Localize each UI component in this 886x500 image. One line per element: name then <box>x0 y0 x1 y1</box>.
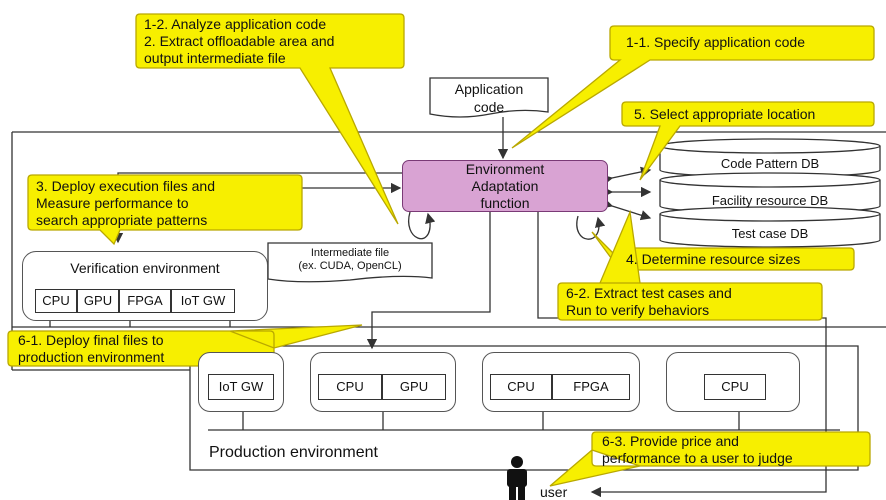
person-icon <box>507 456 527 500</box>
production-environment-title: Production environment <box>209 444 378 461</box>
db-cylinder-code-pattern <box>659 138 881 178</box>
callout-3-text: 3. Deploy execution files and Measure pe… <box>36 178 215 228</box>
user-label: user <box>540 484 568 500</box>
callout-1-2-text: 1-2. Analyze application code 2. Extract… <box>144 16 335 66</box>
db-label-code-pattern: Code Pattern DB <box>720 156 820 171</box>
db-label-testcase: Test case DB <box>731 226 809 241</box>
env-self-loop-right <box>576 215 606 240</box>
env-self-loop-left <box>408 211 436 240</box>
verification-chip-cpu: CPU <box>35 289 77 313</box>
intermediate-file-doc-shape <box>267 242 433 283</box>
production-chip-cpu-a: CPU <box>318 374 382 400</box>
intermediate-file-label: Intermediate file (ex. CUDA, OpenCL) <box>298 247 402 272</box>
callout-1-1 <box>511 25 875 149</box>
env-db-arrow-3 <box>601 198 652 221</box>
verification-ticks <box>49 321 231 327</box>
db-label-facility: Facility resource DB <box>711 193 829 208</box>
db-cylinder-testcase <box>659 206 881 248</box>
callout-1-2 <box>135 13 405 225</box>
verification-environment: Verification environment CPU GPU FPGA Io… <box>22 251 268 321</box>
production-frame <box>189 345 859 471</box>
production-chip-iotgw: IoT GW <box>208 374 274 400</box>
verification-title: Verification environment <box>70 260 220 276</box>
callout-6-3 <box>549 431 871 487</box>
callout-1-1-text: 1-1. Specify application code <box>626 34 805 50</box>
verification-chip-gpu: GPU <box>77 289 119 313</box>
callout-6-1-text: 6-1. Deploy final files to production en… <box>18 332 165 365</box>
verification-chip-fpga: FPGA <box>119 289 171 313</box>
callout-6-2 <box>557 209 823 321</box>
environment-adaptation-function[interactable]: Environment Adaptation function <box>402 160 608 212</box>
callout-5 <box>621 101 875 181</box>
production-ticks <box>242 412 740 430</box>
verification-chip-iotgw: IoT GW <box>171 289 235 313</box>
callout-4-text: 4. Determine resource sizes <box>626 251 801 267</box>
callout-3 <box>27 174 303 246</box>
cloud-frame <box>11 131 886 371</box>
production-chip-fpga: FPGA <box>552 374 630 400</box>
env-to-testcase-line <box>537 212 827 498</box>
production-chip-cpu-c: CPU <box>704 374 766 400</box>
production-chip-gpu: GPU <box>382 374 446 400</box>
app-code-doc-shape <box>429 77 549 118</box>
application-code-label: Application code <box>454 81 524 115</box>
callout-6-2-text: 6-2. Extract test cases and Run to verif… <box>566 285 732 318</box>
production-chip-cpu-b: CPU <box>490 374 552 400</box>
callout-5-text: 5. Select appropriate location <box>634 106 816 122</box>
callout-6-3-text: 6-3. Provide price and performance to a … <box>602 433 793 466</box>
env-to-production-arrow <box>366 212 491 350</box>
